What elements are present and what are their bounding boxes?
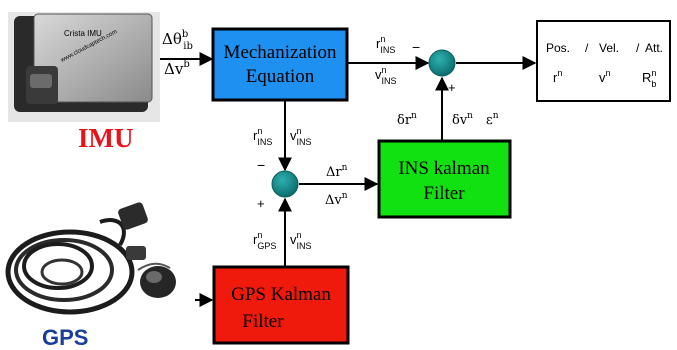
ins-filter-line2: Filter xyxy=(423,183,465,204)
top-node-plus-sign: + xyxy=(448,80,456,95)
gps-device-image xyxy=(5,202,176,315)
imu-device-brand: Crista IMU xyxy=(64,29,102,38)
output-pos-label: Pos. xyxy=(546,41,570,55)
gps-filter-line1: GPS Kalman xyxy=(231,284,331,305)
ins-filter-line1: INS kalman xyxy=(398,158,490,179)
mechanization-line2: Equation xyxy=(246,66,315,87)
output-row1: Pos. / Vel. / Att. xyxy=(546,41,663,55)
output-att-label: Att. xyxy=(645,41,663,55)
ins-corr-epsilon: εn xyxy=(486,111,499,128)
summing-node-lower xyxy=(271,170,299,198)
lower-node-minus-sign: − xyxy=(257,157,265,173)
imu-label: IMU xyxy=(78,123,134,153)
imu-device-image: Crista IMU www.cloudcaptech.com xyxy=(8,12,160,122)
ins-in-delta-v: Δvn xyxy=(325,191,348,208)
ins-corr-delta-r: δrn xyxy=(397,111,417,128)
gps-kalman-filter-box xyxy=(212,265,350,345)
ins-corr-delta-v: δvn xyxy=(452,111,473,128)
summing-node-top xyxy=(428,49,456,77)
top-node-minus-sign: − xyxy=(412,39,420,55)
gps-label: GPS xyxy=(42,325,88,350)
imu-delta-v: Δvb xyxy=(164,59,190,78)
ins-in-delta-r: Δrn xyxy=(326,163,348,180)
ins-kalman-filter-box xyxy=(377,139,512,219)
output-sep1: / xyxy=(585,41,589,55)
gps-filter-line2: Filter xyxy=(242,311,284,332)
output-r-n: rn xyxy=(553,68,562,85)
mechanization-box xyxy=(211,27,349,102)
output-sep2: / xyxy=(636,41,640,55)
lower-node-plus-sign: + xyxy=(257,196,265,211)
output-vel-label: Vel. xyxy=(599,41,619,55)
mechanization-line1: Mechanization xyxy=(224,42,337,63)
output-v-n: vn xyxy=(599,68,611,85)
output-box xyxy=(536,20,671,102)
